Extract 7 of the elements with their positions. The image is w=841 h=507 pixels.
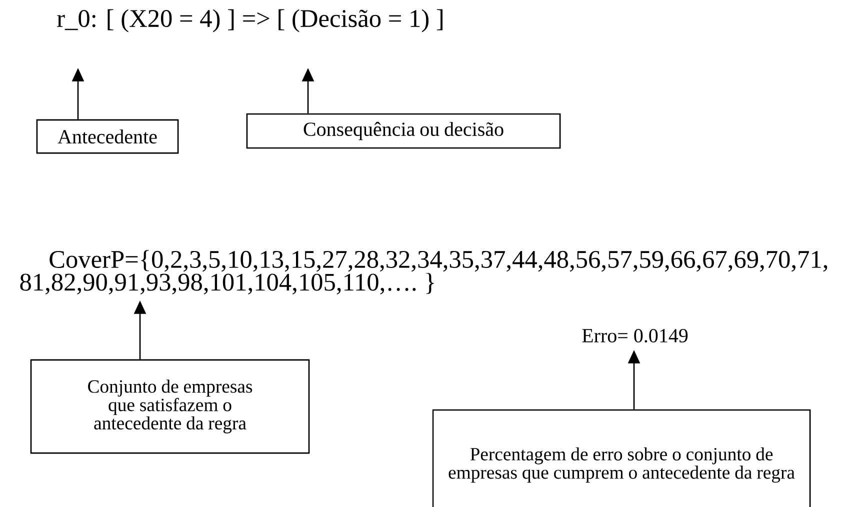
annotation-box: Consequência ou decisão: [246, 113, 561, 149]
annotation-box: Conjunto de empresas que satisfazem o antecedente da regra: [30, 359, 310, 454]
annotation-box: Percentagem de erro sobre o conjunto de empresas que cumprem o antecedente da regra: [432, 409, 811, 507]
annotation-box: Antecedente: [36, 119, 179, 154]
cover-set-text: CoverP={0,2,3,5,10,13,15,27,28,32,34,35,37,44,48,56,57,59,66,67,69,70,71, 81,82,90,91,93,98,101,104,105,110,…. }: [20, 250, 828, 294]
error-text: Erro= 0.0149: [582, 328, 688, 343]
rule-text: r_0: [ (X20 = 4) ] => [ (Decisão = 1) ]: [57, 9, 442, 32]
